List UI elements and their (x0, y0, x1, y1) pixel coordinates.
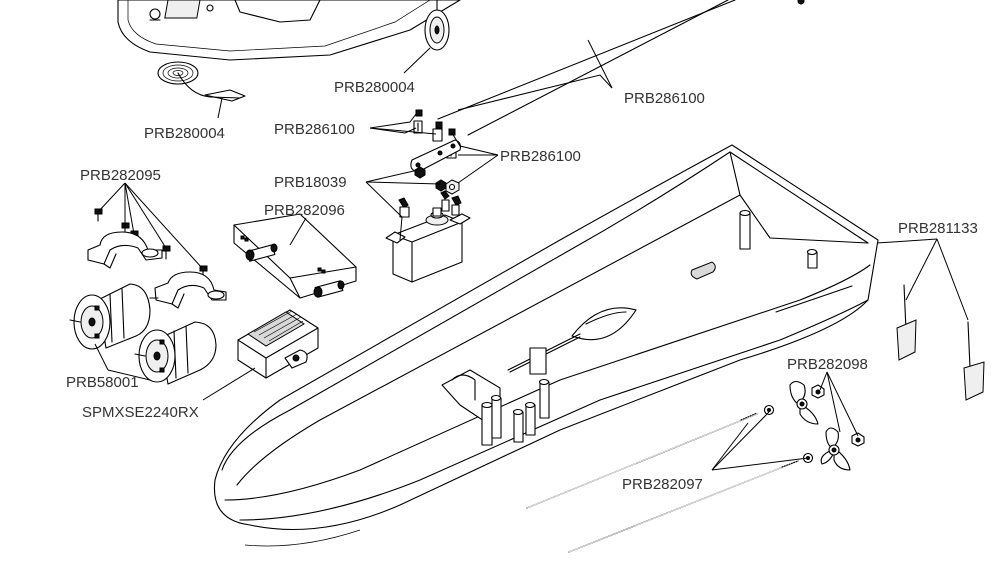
esc-receiver-part (237, 309, 319, 379)
wheel-part (424, 0, 450, 51)
motor-2 (134, 321, 217, 385)
callout-prb18039: PRB18039 (274, 174, 347, 191)
callout-prb282096: PRB282096 (264, 202, 345, 219)
callout-prb282098: PRB282098 (787, 356, 868, 373)
coupler-bag (233, 213, 357, 299)
screw (413, 120, 423, 134)
shaft-tube (507, 307, 637, 375)
callout-prb282097: PRB282097 (622, 476, 703, 493)
callout-prb286100-right: PRB286100 (500, 148, 581, 165)
leader-lines (94, 39, 969, 471)
screw (162, 245, 171, 260)
motor-1 (69, 283, 159, 350)
part-number-labels: PRB280004 PRB280004 PRB286100 PRB286100 … (66, 79, 978, 493)
callout-prb286100-top: PRB286100 (624, 90, 705, 107)
callout-prb281133: PRB281133 (898, 220, 978, 237)
servo-part (385, 190, 471, 283)
hull-part (213, 144, 879, 547)
callout-spmxse2240rx: SPMXSE2240RX (82, 404, 199, 421)
motor-clamp-1 (87, 231, 163, 269)
callout-prb280004-left: PRB280004 (144, 125, 225, 142)
callout-prb286100-left: PRB286100 (274, 121, 355, 138)
antenna-coil-part (157, 61, 246, 102)
propeller-1 (789, 380, 825, 425)
propeller-2 (820, 427, 865, 471)
push-rods (437, 0, 805, 136)
coupler (313, 280, 345, 298)
motor-clamp-2 (154, 271, 227, 309)
coupler (245, 243, 278, 262)
servo-linkage-hardware (410, 109, 461, 195)
hull-post (806, 248, 818, 269)
screw (415, 109, 423, 117)
drive-shafts (526, 412, 799, 553)
screw (448, 128, 456, 136)
callout-prb280004-top: PRB280004 (334, 79, 415, 96)
rudder-1 (896, 284, 917, 361)
callout-prb58001: PRB58001 (66, 374, 139, 391)
screw (432, 121, 443, 142)
rudder-2 (963, 321, 985, 401)
callout-prb282095: PRB282095 (80, 167, 161, 184)
motor-cradle (441, 369, 550, 446)
deck-part (117, 0, 461, 61)
hull-post (739, 209, 751, 250)
